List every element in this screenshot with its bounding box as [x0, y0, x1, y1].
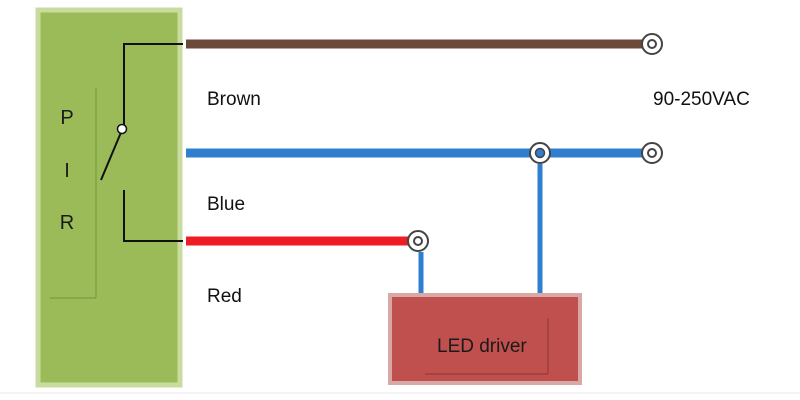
blue-terminal-center: [647, 148, 657, 158]
led-driver-label: LED driver: [437, 336, 527, 357]
pir-switch-common: [123, 43, 183, 128]
pir-letter-r: R: [59, 212, 75, 234]
pir-letter-p: P: [60, 107, 74, 129]
supply-voltage-label: 90-250VAC: [653, 89, 750, 110]
blue-wire-label: Blue: [207, 194, 246, 215]
blue-junction-center: [534, 147, 546, 159]
red-terminal-center: [413, 236, 423, 246]
brown-wire-label: Brown: [207, 89, 261, 110]
brown-terminal-center: [647, 39, 657, 49]
pir-sensor-box: [35, 7, 183, 388]
pir-letter-i: I: [64, 160, 70, 182]
pir-switch-pivot: [116, 123, 128, 135]
red-wire-label: Red: [207, 286, 242, 307]
pir-switch-contact: [123, 190, 183, 242]
pir-switch-lever: [100, 129, 123, 181]
